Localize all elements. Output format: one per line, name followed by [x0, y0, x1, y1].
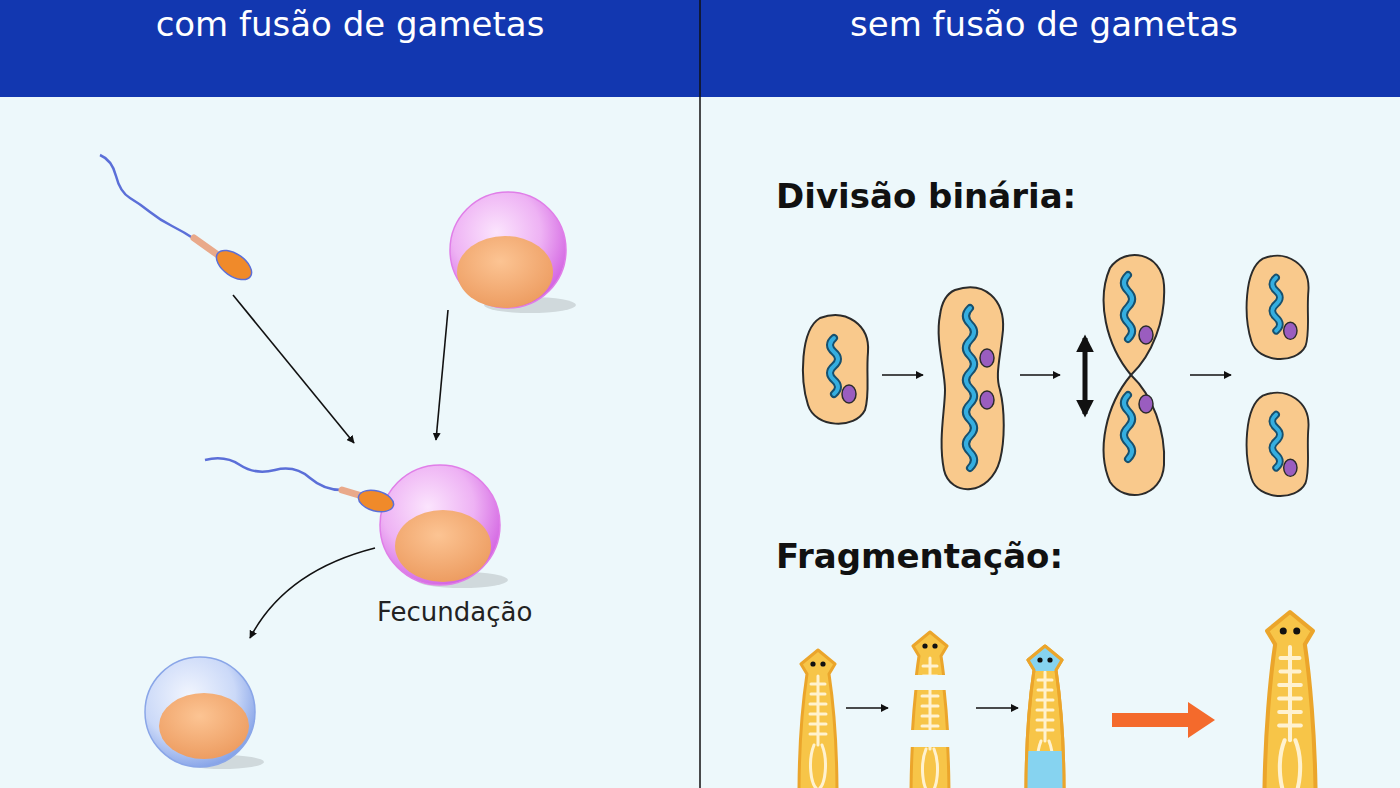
fertilised-egg: [205, 458, 508, 588]
planarian-new: [1264, 612, 1315, 788]
stage-label: Fecundação: [377, 597, 532, 628]
arrow: [436, 310, 448, 440]
bacterium-daughter: [1247, 393, 1309, 496]
sperm-cell: [100, 155, 257, 285]
double-arrow: [1083, 338, 1088, 414]
planarian: [799, 650, 837, 788]
bacterium-elongated: [939, 287, 1004, 489]
arrow: [1020, 374, 1060, 376]
egg-cell: [450, 192, 576, 313]
panel-heading: com fusão de gametas: [0, 4, 700, 45]
big-arrow: [1112, 702, 1215, 738]
arrow: [1190, 374, 1231, 376]
zygote: [145, 657, 264, 769]
bacterium: [803, 315, 868, 424]
arrow: [882, 374, 923, 376]
panel-divider: [699, 0, 701, 788]
arrow: [846, 707, 888, 709]
planarian-fragment: [911, 654, 949, 788]
arrow: [250, 548, 375, 638]
panel-heading: sem fusão de gametas: [694, 4, 1394, 45]
arrow: [976, 707, 1018, 709]
planarian-regenerating: [1020, 641, 1070, 788]
bacterium-dividing: [1104, 255, 1165, 495]
section-heading: Fragmentação:: [776, 536, 1063, 577]
bacterium-daughter: [1247, 256, 1309, 359]
arrow: [233, 295, 354, 443]
section-heading: Divisão binária:: [776, 176, 1076, 217]
